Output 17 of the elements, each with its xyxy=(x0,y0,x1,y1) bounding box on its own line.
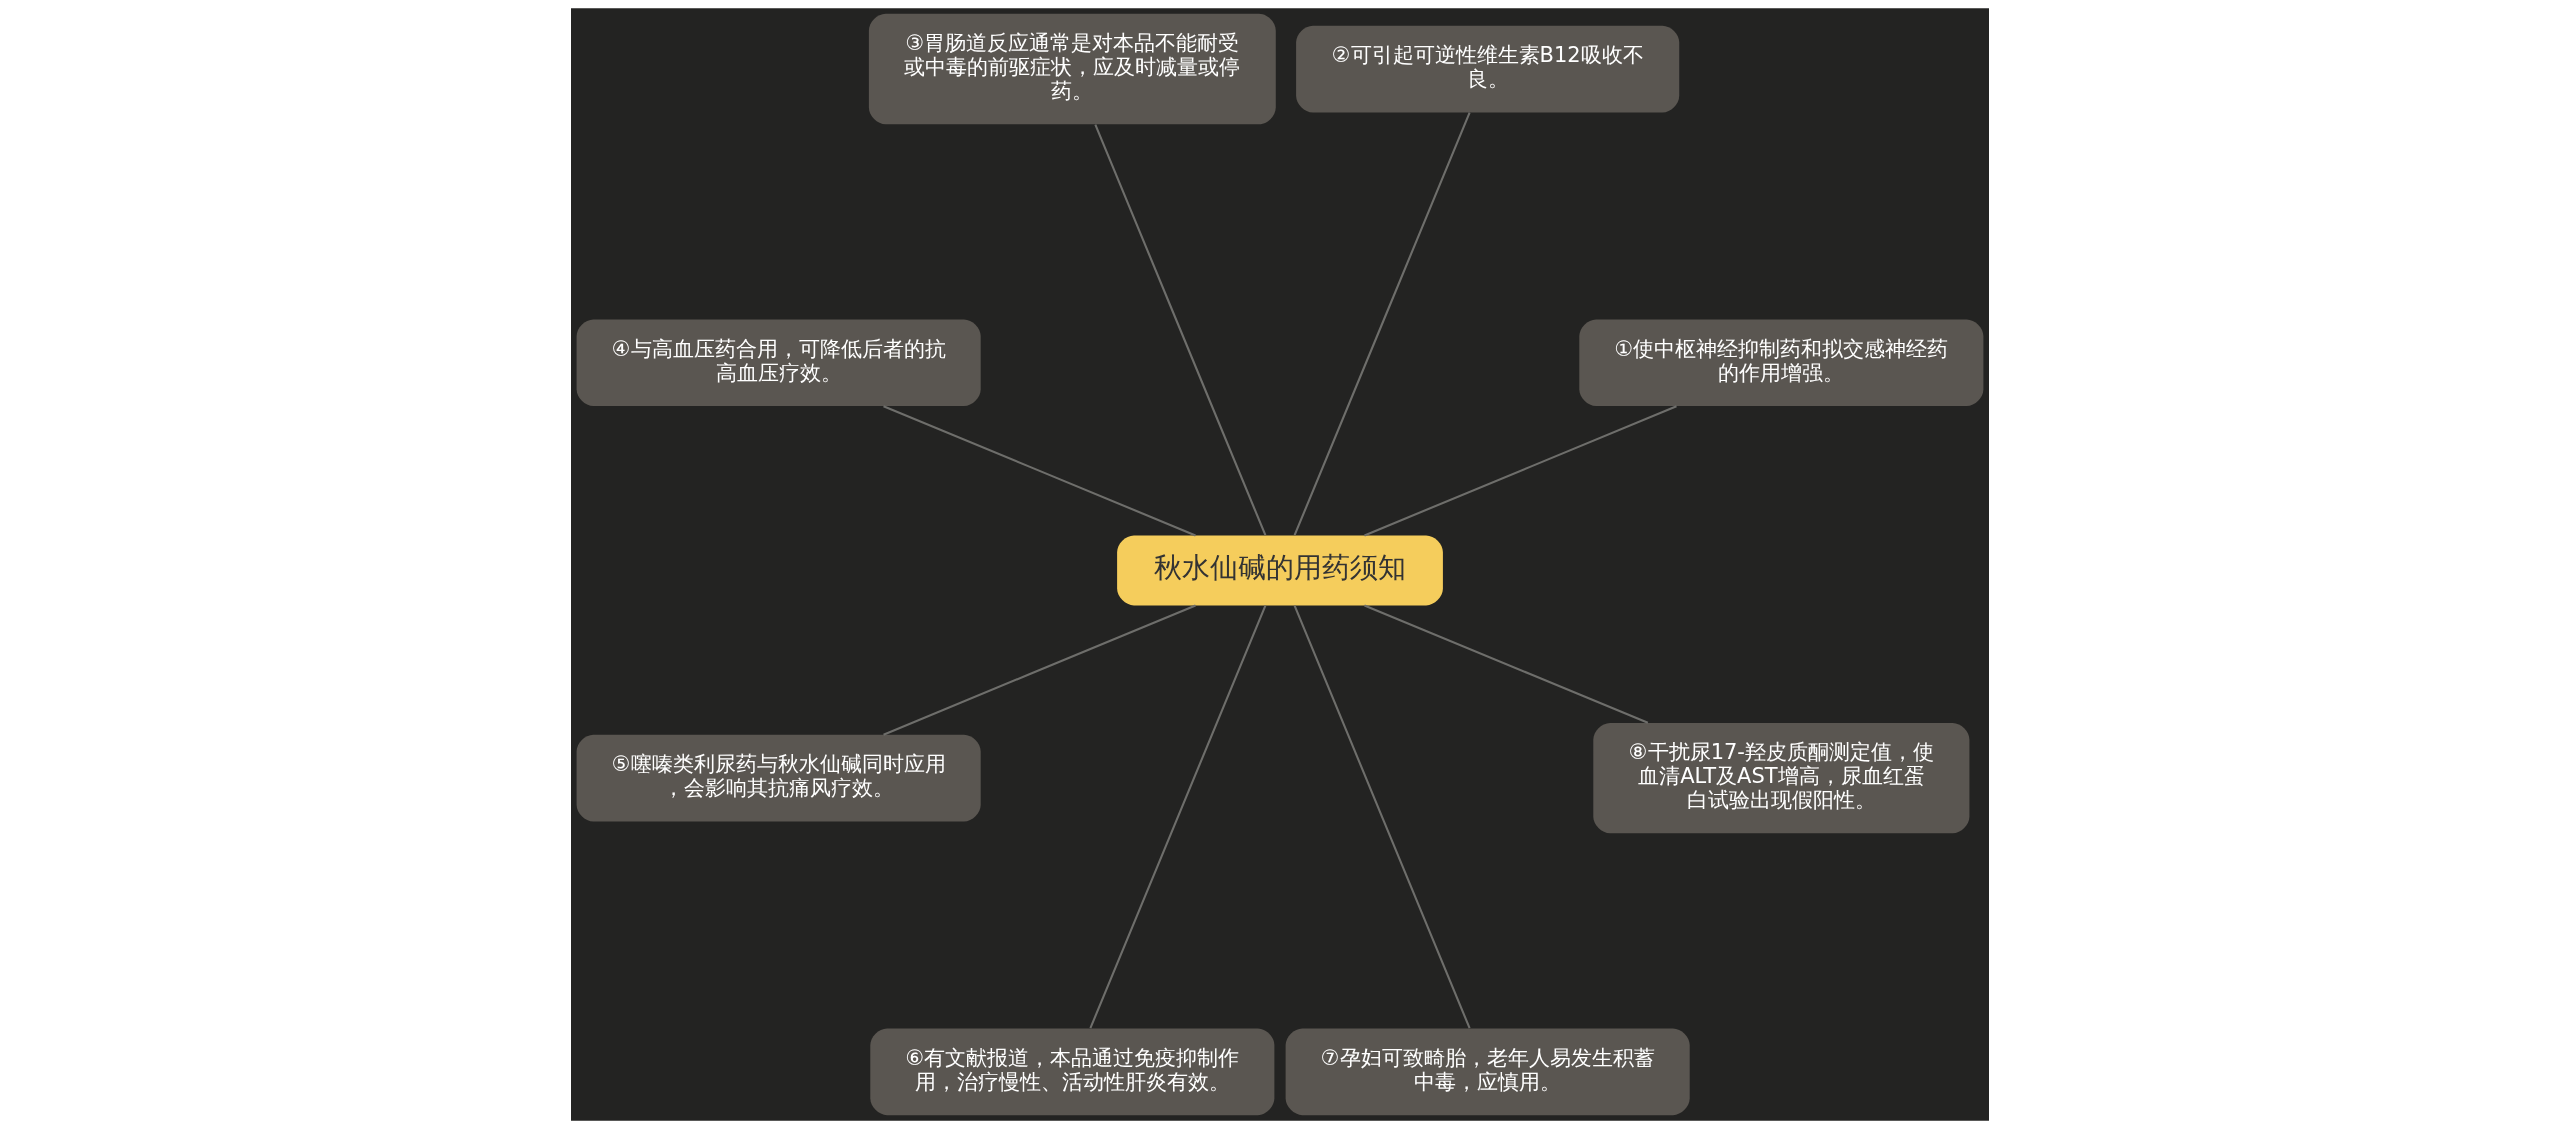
node-box: ③胃肠道反应通常是对本品不能耐受或中毒的前驱症状，应及时减量或停药。 xyxy=(868,13,1276,125)
node-box: ⑦孕妇可致畸胎，老年人易发生积蓄中毒，应慎用。 xyxy=(1285,1028,1690,1116)
connector xyxy=(883,604,1196,736)
node-box: 秋水仙碱的用药须知 xyxy=(1117,535,1443,606)
node-box: ⑥有文献报道，本品通过免疫抑制作用，治疗慢性、活动性肝炎有效。 xyxy=(870,1028,1275,1116)
node-box: ②可引起可逆性维生素B12吸收不良。 xyxy=(1296,25,1680,113)
connector xyxy=(1293,112,1471,536)
node-box: ⑧干扰尿17-羟皮质酮测定值，使血清ALT及AST增高，尿血红蛋白试验出现假阳性。 xyxy=(1593,722,1970,834)
connector xyxy=(1089,605,1267,1029)
node-box: ①使中枢神经抑制药和拟交感神经药的作用增强。 xyxy=(1579,319,1984,407)
connector xyxy=(1364,604,1649,724)
connector xyxy=(1094,124,1267,536)
connector xyxy=(1364,405,1677,537)
connector xyxy=(1293,605,1471,1029)
connector xyxy=(883,405,1196,537)
node-box: ④与高血压药合用，可降低后者的抗高血压疗效。 xyxy=(576,319,981,407)
node-box: ⑤噻嗪类利尿药与秋水仙碱同时应用，会影响其抗痛风疗效。 xyxy=(576,734,981,822)
